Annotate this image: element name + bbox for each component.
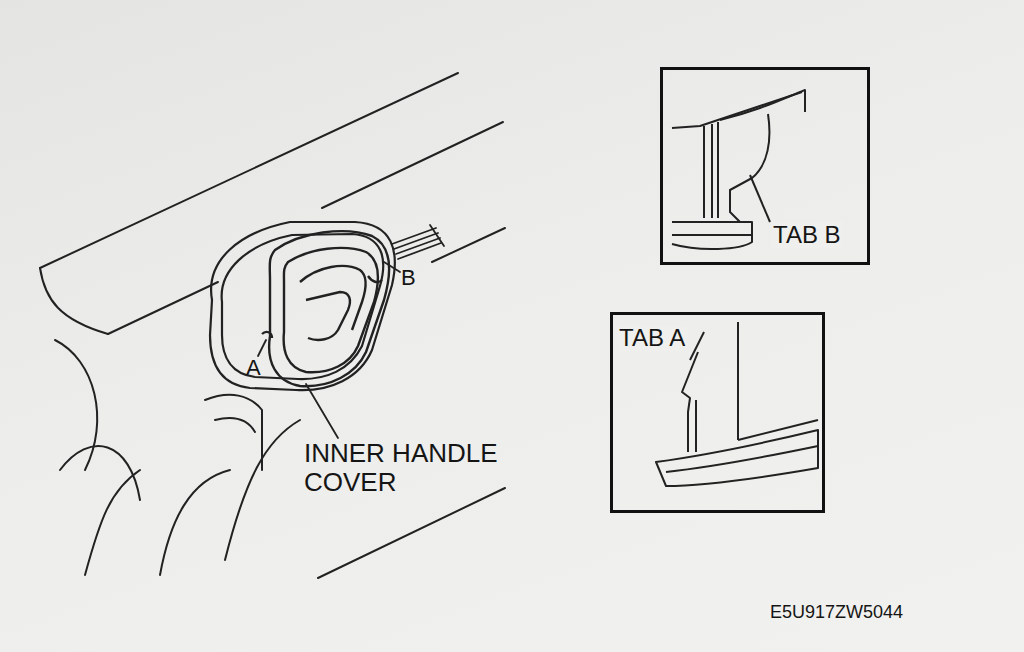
callout-letter: A (246, 356, 261, 381)
tab-b-detail (672, 234, 752, 236)
leader-lines (258, 340, 266, 356)
tab-a-detail (656, 430, 818, 486)
door-panel-lines (40, 73, 505, 578)
callout-letter: B (401, 266, 416, 291)
inner-handle-cover (306, 292, 350, 340)
inner-handle-cover (262, 332, 272, 338)
handle-bezel (210, 222, 395, 390)
tab-a-detail (666, 446, 818, 472)
leader-lines (306, 384, 338, 438)
door-panel-lines (225, 420, 300, 560)
wire-harness (430, 225, 444, 246)
door-panel-lines (322, 122, 503, 208)
inner-handle-cover (284, 248, 378, 372)
tab-b-detail (672, 222, 752, 249)
door-panel-lines (215, 418, 255, 432)
wire-harness (392, 225, 444, 259)
figure-code: E5U917ZW5044 (770, 602, 903, 622)
tab-b-detail (730, 114, 769, 222)
door-panel-lines (55, 340, 97, 470)
inner-handle-cover (368, 276, 382, 282)
door-panel-lines (160, 470, 230, 575)
tab-a-detail (738, 420, 818, 440)
tab-b-detail (703, 126, 705, 218)
door-panel-lines (40, 73, 458, 268)
door-panel-lines (318, 488, 505, 578)
leader-lines (258, 262, 400, 438)
tab-label: TAB B (771, 222, 843, 248)
tab-a-detail (695, 400, 697, 452)
detail-inset-box: TAB B (660, 67, 870, 265)
tab-label: TAB A (617, 325, 687, 351)
wire-harness (398, 243, 441, 259)
door-panel-lines (205, 395, 262, 470)
tab-b-detail (720, 90, 805, 120)
door-panel-lines (85, 470, 140, 575)
part-name: INNER HANDLE COVER (304, 439, 554, 497)
handle-bezel (222, 234, 384, 379)
tab-b-detail (672, 92, 802, 128)
handle-bezel (210, 222, 395, 390)
door-panel-lines (60, 446, 140, 500)
tab-a-detail (737, 322, 739, 440)
inner-handle-cover (269, 231, 389, 386)
tab-a-detail (682, 352, 698, 452)
tab-a-detail (690, 332, 704, 360)
leader-lines (384, 262, 400, 272)
door-panel-lines (108, 282, 218, 334)
tab-b-detail (711, 124, 713, 218)
inner-handle-cover (262, 231, 389, 386)
detail-inset-box: TAB A (610, 312, 825, 513)
tab-b-detail (750, 175, 770, 222)
tab-b-detail (717, 122, 719, 218)
door-panel-lines (40, 268, 108, 334)
